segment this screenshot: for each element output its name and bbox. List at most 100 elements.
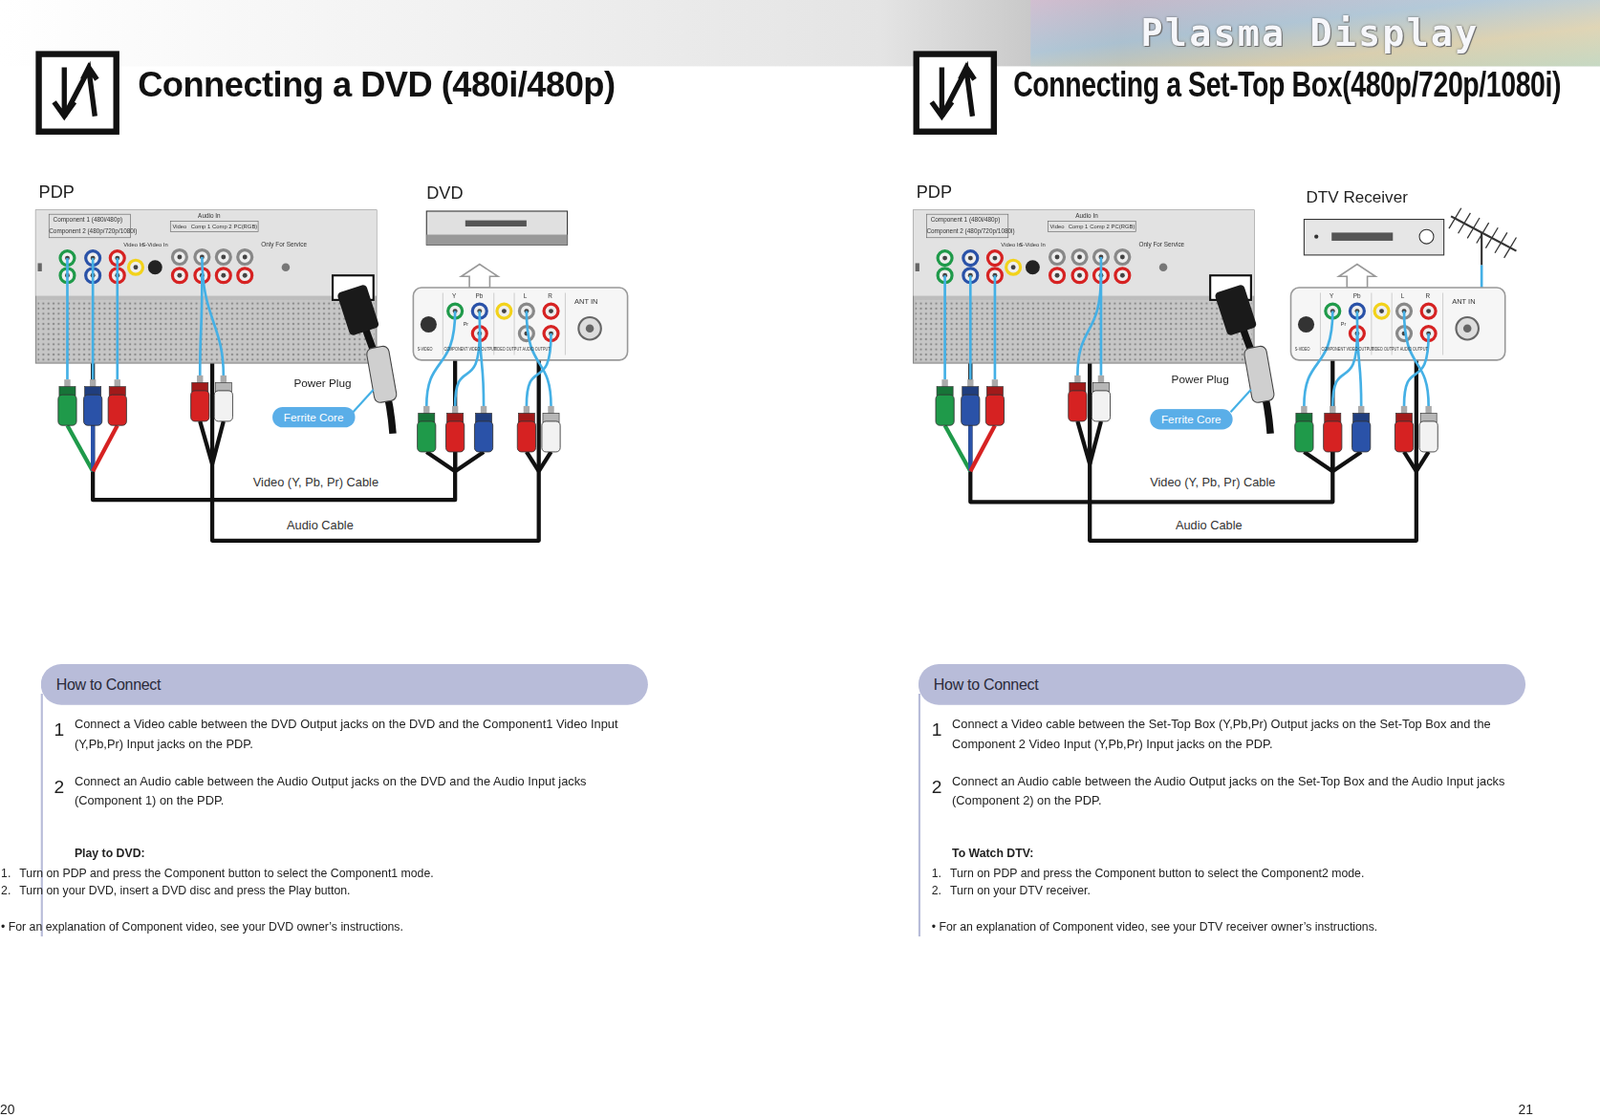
ferrite-leader — [1231, 389, 1252, 412]
rca-jack — [937, 251, 952, 266]
up-arrow — [461, 264, 498, 289]
panel-divider — [1391, 292, 1393, 355]
label-text: Comp 2 — [212, 223, 233, 231]
label-text: Audio In — [1075, 213, 1099, 220]
ant-in-pin — [585, 324, 595, 333]
plug-body — [84, 394, 103, 426]
label-text: R — [1425, 292, 1430, 300]
dvd-tray — [465, 220, 527, 227]
cable-join — [945, 425, 972, 472]
cable-label: Audio Cable — [283, 518, 357, 533]
jack-pin — [133, 264, 139, 270]
rca-jack — [172, 268, 187, 283]
label-text: Component 2 (480p/720p/1080i) — [48, 228, 137, 236]
plug-body — [517, 421, 536, 453]
device-heading: PDP — [916, 182, 952, 203]
rca-jack — [237, 250, 253, 265]
label-text: 21 — [1518, 1102, 1534, 1117]
label-text: Only For Service — [260, 241, 307, 249]
label-text: 2 — [54, 776, 65, 798]
cable-join — [212, 421, 224, 465]
pdp-jack-strip — [35, 210, 377, 297]
down-arrow-icon — [931, 66, 952, 116]
rca-jack — [237, 268, 253, 283]
label-text: S-Video In — [1019, 241, 1046, 249]
label-text: ANT IN — [1451, 298, 1475, 307]
rca-jack — [497, 303, 512, 319]
jack-wire — [1303, 311, 1333, 407]
plug-body — [961, 394, 980, 426]
ferrite-cylinder — [366, 345, 398, 404]
ant-in-jack — [578, 317, 601, 340]
panel-divider — [514, 292, 516, 355]
page-icon — [913, 50, 998, 135]
label-text: Y — [452, 292, 456, 300]
rca-jack — [1072, 250, 1087, 265]
label-text: 2. — [0, 885, 11, 899]
jack-pin — [1055, 273, 1060, 279]
jack-pin — [992, 256, 997, 261]
label-text: Audio In — [197, 213, 221, 220]
label-text: Turn on PDP and press the Component butt… — [950, 866, 1364, 881]
device-heading: DVD — [426, 183, 463, 204]
ferrite-core-tag: Ferrite Core — [272, 407, 355, 428]
section-band: How to Connect — [41, 664, 649, 706]
page-illustration — [35, 210, 628, 472]
jack-pin — [1379, 308, 1384, 314]
label-text: Component 1 (480i/480p) — [53, 216, 124, 223]
plug-body — [1068, 390, 1087, 422]
plug-body — [1295, 421, 1314, 453]
antenna-element — [1485, 227, 1498, 248]
label-text: Pb — [1353, 292, 1362, 300]
header-banner — [0, 0, 1600, 66]
label-text: Power Plug — [293, 376, 351, 390]
ferrite-leader — [352, 389, 373, 412]
label-text: S-VIDEO — [1295, 346, 1311, 353]
jack-pin — [176, 255, 182, 260]
label-text: PC(RGB) — [1111, 223, 1136, 231]
label-text: COMPONENT VIDEO OUTPUT — [443, 346, 497, 353]
banner-title: Plasma Display — [1141, 12, 1480, 55]
label-text: 1. — [0, 866, 11, 881]
up-arrow — [1339, 264, 1376, 289]
jack-wire — [479, 311, 484, 407]
jack-pin — [968, 256, 973, 261]
cable-join — [526, 452, 540, 472]
jack-pin — [1120, 255, 1125, 260]
label-text: L — [1401, 292, 1406, 300]
label-text: Video In — [123, 241, 144, 249]
rca-jack — [1050, 268, 1065, 283]
dtv-led — [1314, 235, 1319, 239]
label-text: 2. — [931, 885, 942, 899]
jack-pin — [548, 308, 554, 314]
rca-jack — [1072, 268, 1087, 283]
rca-jack — [963, 251, 978, 266]
plug-body — [417, 421, 436, 453]
tag-text: Ferrite Core — [283, 410, 345, 424]
up-arrow-icon — [941, 66, 974, 116]
label-text: Pb — [475, 292, 484, 300]
power-plug — [1213, 283, 1257, 337]
rca-jack — [172, 250, 187, 265]
antenna-element — [1504, 237, 1517, 259]
cable-label: Video (Y, Pb, Pr) Cable — [1146, 475, 1279, 491]
plug-body — [58, 394, 77, 426]
page-heading: Connecting a Set-Top Box(480p/720p/1080i… — [1013, 64, 1561, 106]
label-text: 2 — [931, 776, 943, 798]
label-text: Turn on PDP and press the Component butt… — [19, 866, 433, 881]
label-text: Play to DVD: — [74, 846, 146, 861]
rca-jack — [1374, 303, 1389, 319]
section-rule — [41, 693, 44, 937]
cable-join — [1303, 452, 1333, 472]
jack-wire — [526, 311, 552, 407]
panel-divider — [1442, 292, 1444, 355]
label-text: Connect an Audio cable between the Audio… — [951, 772, 1509, 812]
plug-body — [214, 390, 233, 422]
jack-wire — [1332, 333, 1358, 407]
label-text: Comp 1 — [191, 223, 212, 231]
jack-wire — [994, 275, 997, 380]
jack-panel — [1291, 287, 1506, 361]
jack-pin — [220, 255, 226, 260]
label-frame — [170, 221, 259, 233]
